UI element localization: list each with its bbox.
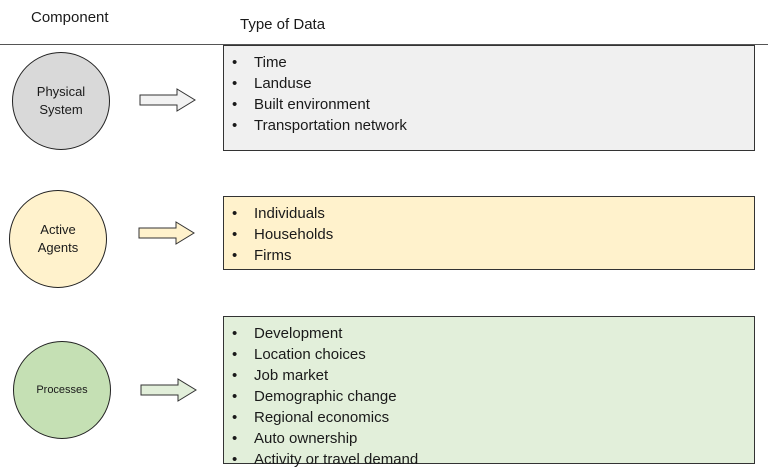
list-item: Demographic change: [232, 386, 754, 407]
active-agents-label-line: Agents: [37, 240, 79, 255]
list-item: Regional economics: [232, 407, 754, 428]
active-agents-label-line: Active: [40, 222, 76, 237]
header-divider: [0, 44, 768, 45]
list-item: Activity or travel demand: [232, 449, 754, 470]
processes-data-box: DevelopmentLocation choicesJob marketDem…: [223, 316, 755, 470]
type-of-data-header: Type of Data: [240, 16, 326, 33]
list-item: Development: [232, 323, 754, 344]
list-item: Location choices: [232, 344, 754, 365]
physical-system-arrow-icon: [139, 88, 196, 112]
physical-system-data-box: TimeLanduseBuilt environmentTransportati…: [223, 45, 755, 151]
physical-system-data-list: TimeLanduseBuilt environmentTransportati…: [232, 52, 754, 136]
processes-label-line: Processes: [36, 384, 88, 396]
active-agents-arrow-icon: [138, 221, 195, 245]
processes-label: Processes: [36, 381, 87, 399]
processes-data-list: DevelopmentLocation choicesJob marketDem…: [232, 323, 754, 470]
active-agents-data-list: IndividualsHouseholdsFirms: [232, 203, 754, 266]
active-agents-data-box: IndividualsHouseholdsFirms: [223, 196, 755, 270]
component-header: Component: [31, 9, 109, 26]
list-item: Built environment: [232, 94, 754, 115]
list-item: Time: [232, 52, 754, 73]
list-item: Transportation network: [232, 115, 754, 136]
physical-system-label-line: Physical: [36, 84, 86, 99]
list-item: Firms: [232, 245, 754, 266]
processes-circle: Processes: [13, 341, 111, 439]
list-item: Auto ownership: [232, 428, 754, 449]
processes-arrow-icon: [140, 378, 197, 402]
list-item: Households: [232, 224, 754, 245]
list-item: Landuse: [232, 73, 754, 94]
list-item: Individuals: [232, 203, 754, 224]
list-item: Job market: [232, 365, 754, 386]
physical-system-label-line: System: [39, 102, 83, 117]
